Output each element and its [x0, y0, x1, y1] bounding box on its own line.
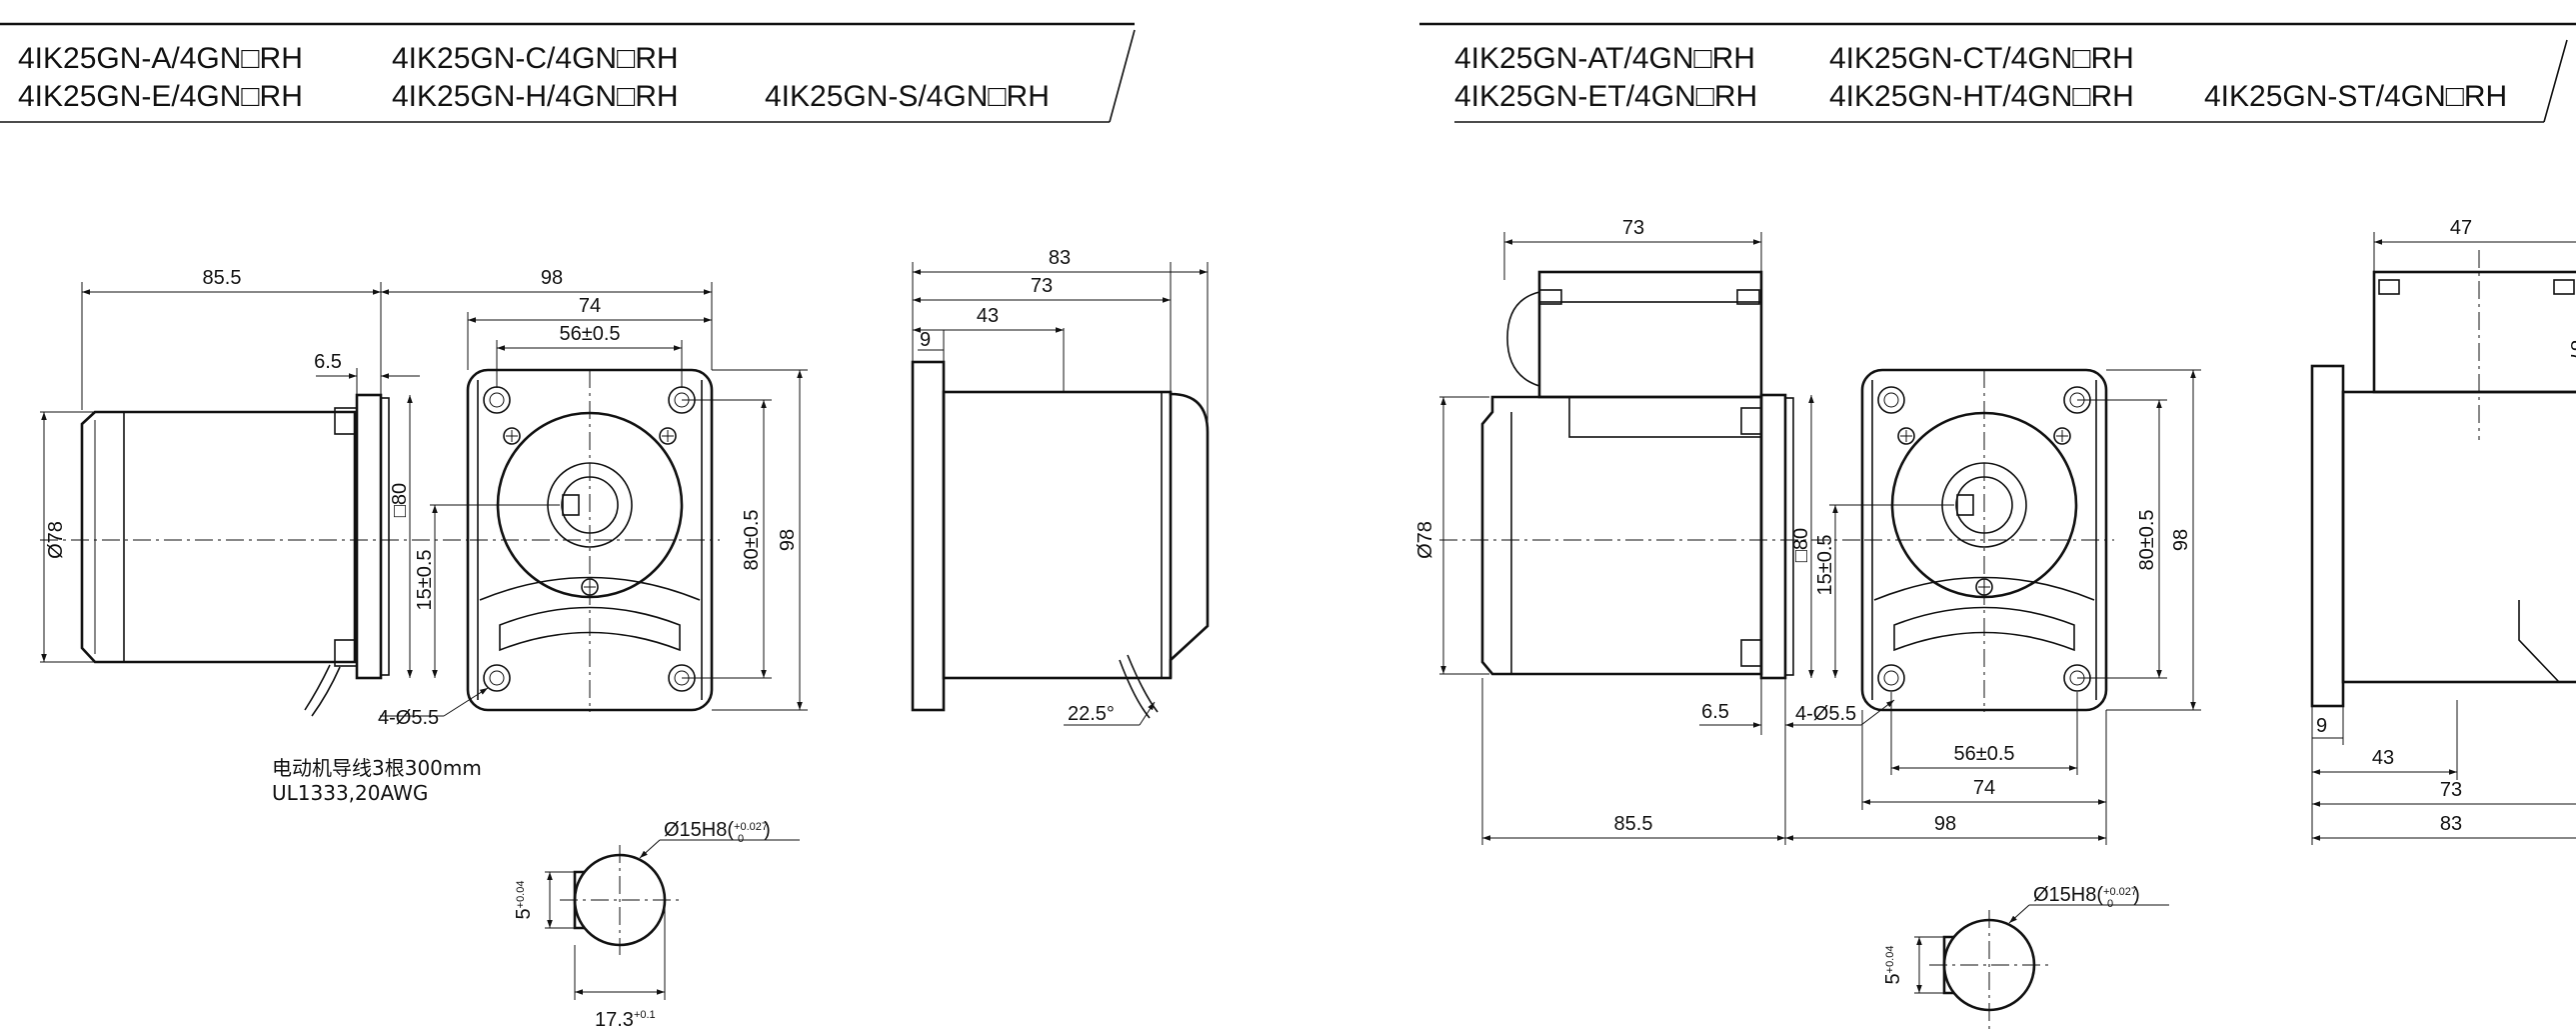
mount-hole	[1877, 386, 1905, 414]
motor-body	[80, 410, 357, 664]
header-left: 4IK25GN-A/4GN□RH 4IK25GN-C/4GN□RH 4IK25G…	[0, 22, 1136, 123]
header-slash	[1109, 29, 1136, 123]
width-total-dim: 98	[1934, 813, 1956, 835]
left-front-view: 98 74 56±0.5 □80 15±0.5 80±0.5 98 4-Ø5.5…	[272, 267, 808, 805]
mount-hole	[483, 664, 511, 692]
model-at-label: 4IK25GN-AT/4GN□RH	[1454, 42, 1755, 75]
key-dim: 5+0.04	[513, 881, 535, 920]
terminal-box	[1537, 270, 1763, 399]
end-body	[2341, 390, 2576, 684]
end-flange-9: 9	[920, 329, 931, 351]
model-a-label: 4IK25GN-A/4GN□RH	[18, 42, 303, 75]
holes-note: 4-Ø5.5	[378, 707, 439, 729]
end-len-73: 73	[2440, 779, 2462, 801]
sq-dim: □80	[389, 483, 411, 517]
arc-slot	[499, 606, 681, 652]
height-dim: 98	[2170, 529, 2192, 551]
len-motor-dim: 85.5	[1614, 813, 1653, 835]
box-len-dim: 73	[1622, 217, 1644, 239]
mount-hole	[483, 386, 511, 414]
offset-dim: 15±0.5	[414, 549, 436, 610]
key-slot	[1956, 494, 1974, 516]
right-end-view: 47 87 9 43 73 83	[2310, 217, 2576, 845]
flange-plate	[355, 393, 383, 680]
len-motor-dim: 85.5	[203, 267, 242, 289]
lead-note-cn: 电动机导线3根300mm	[272, 756, 482, 780]
height-dim: 98	[777, 529, 799, 551]
end-flange	[2310, 364, 2345, 708]
end-len-43: 43	[2372, 747, 2394, 769]
hub-dim: 56±0.5	[559, 323, 620, 345]
flange-offset-dim: 6.5	[1701, 701, 1729, 723]
end-body	[942, 390, 1173, 680]
model-et-label: 4IK25GN-ET/4GN□RH	[1454, 80, 1757, 113]
lead-wire	[304, 664, 331, 711]
cable-gland	[1506, 291, 1540, 387]
model-s-label: 4IK25GN-S/4GN□RH	[765, 80, 1050, 113]
right-side-view: 73 Ø78 6.5 85.5 4-Ø5.5	[1414, 217, 1895, 845]
right-front-view: □80 15±0.5 80±0.5 98 56±0.5 74 98	[1785, 368, 2201, 845]
model-e-label: 4IK25GN-E/4GN□RH	[18, 80, 303, 113]
holes-note: 4-Ø5.5	[1795, 703, 1856, 725]
key-dim: 5+0.04	[1882, 946, 1904, 985]
key-slot	[562, 494, 580, 516]
flange-offset-dim: 6.5	[314, 351, 342, 373]
mount-hole	[1877, 664, 1905, 692]
end-terminal-box	[2372, 270, 2576, 394]
hub-dim: 56±0.5	[1953, 743, 2014, 765]
model-c-label: 4IK25GN-C/4GN□RH	[392, 42, 679, 75]
sq-dim: □80	[1790, 528, 1812, 562]
left-end-view: 83 73 43 9 22.5°	[911, 247, 1210, 726]
dia-motor-dim: Ø78	[1414, 521, 1436, 559]
end-len-83: 83	[2440, 813, 2462, 835]
width-mid-dim: 74	[579, 295, 601, 317]
end-len-43: 43	[977, 305, 999, 327]
model-ct-label: 4IK25GN-CT/4GN□RH	[1829, 42, 2134, 75]
end-angle: 22.5°	[1068, 703, 1115, 725]
lead-note-ul: UL1333,20AWG	[272, 781, 428, 805]
header-slash	[2543, 39, 2568, 123]
model-ht-label: 4IK25GN-HT/4GN□RH	[1829, 80, 2134, 113]
model-h-label: 4IK25GN-H/4GN□RH	[392, 80, 679, 113]
end-cut-87: 87	[2566, 340, 2576, 362]
dia-motor-dim: Ø78	[45, 521, 67, 559]
header-right: 4IK25GN-AT/4GN□RH 4IK25GN-CT/4GN□RH 4IK2…	[1419, 22, 2576, 123]
end-len-47: 47	[2450, 217, 2472, 239]
end-flange-9: 9	[2316, 715, 2327, 737]
width-mid-dim: 74	[1973, 777, 1995, 799]
hole-span-dim: 80±0.5	[741, 509, 763, 570]
depth-dim: 17.3+0.1	[595, 1009, 656, 1031]
offset-dim: 15±0.5	[1814, 534, 1836, 595]
end-len-83: 83	[1049, 247, 1071, 269]
end-len-73: 73	[1031, 275, 1053, 297]
end-lead-wire	[1119, 659, 1151, 719]
end-flange	[911, 360, 946, 712]
flange-plate	[1759, 393, 1787, 680]
width-total-dim: 98	[541, 267, 563, 289]
hole-span-dim: 80±0.5	[2136, 509, 2158, 570]
left-side-view: 85.5 6.5 Ø78	[40, 267, 470, 717]
model-st-label: 4IK25GN-ST/4GN□RH	[2204, 80, 2507, 113]
motor-body	[1480, 395, 1763, 676]
arc-slot	[1893, 606, 2075, 652]
